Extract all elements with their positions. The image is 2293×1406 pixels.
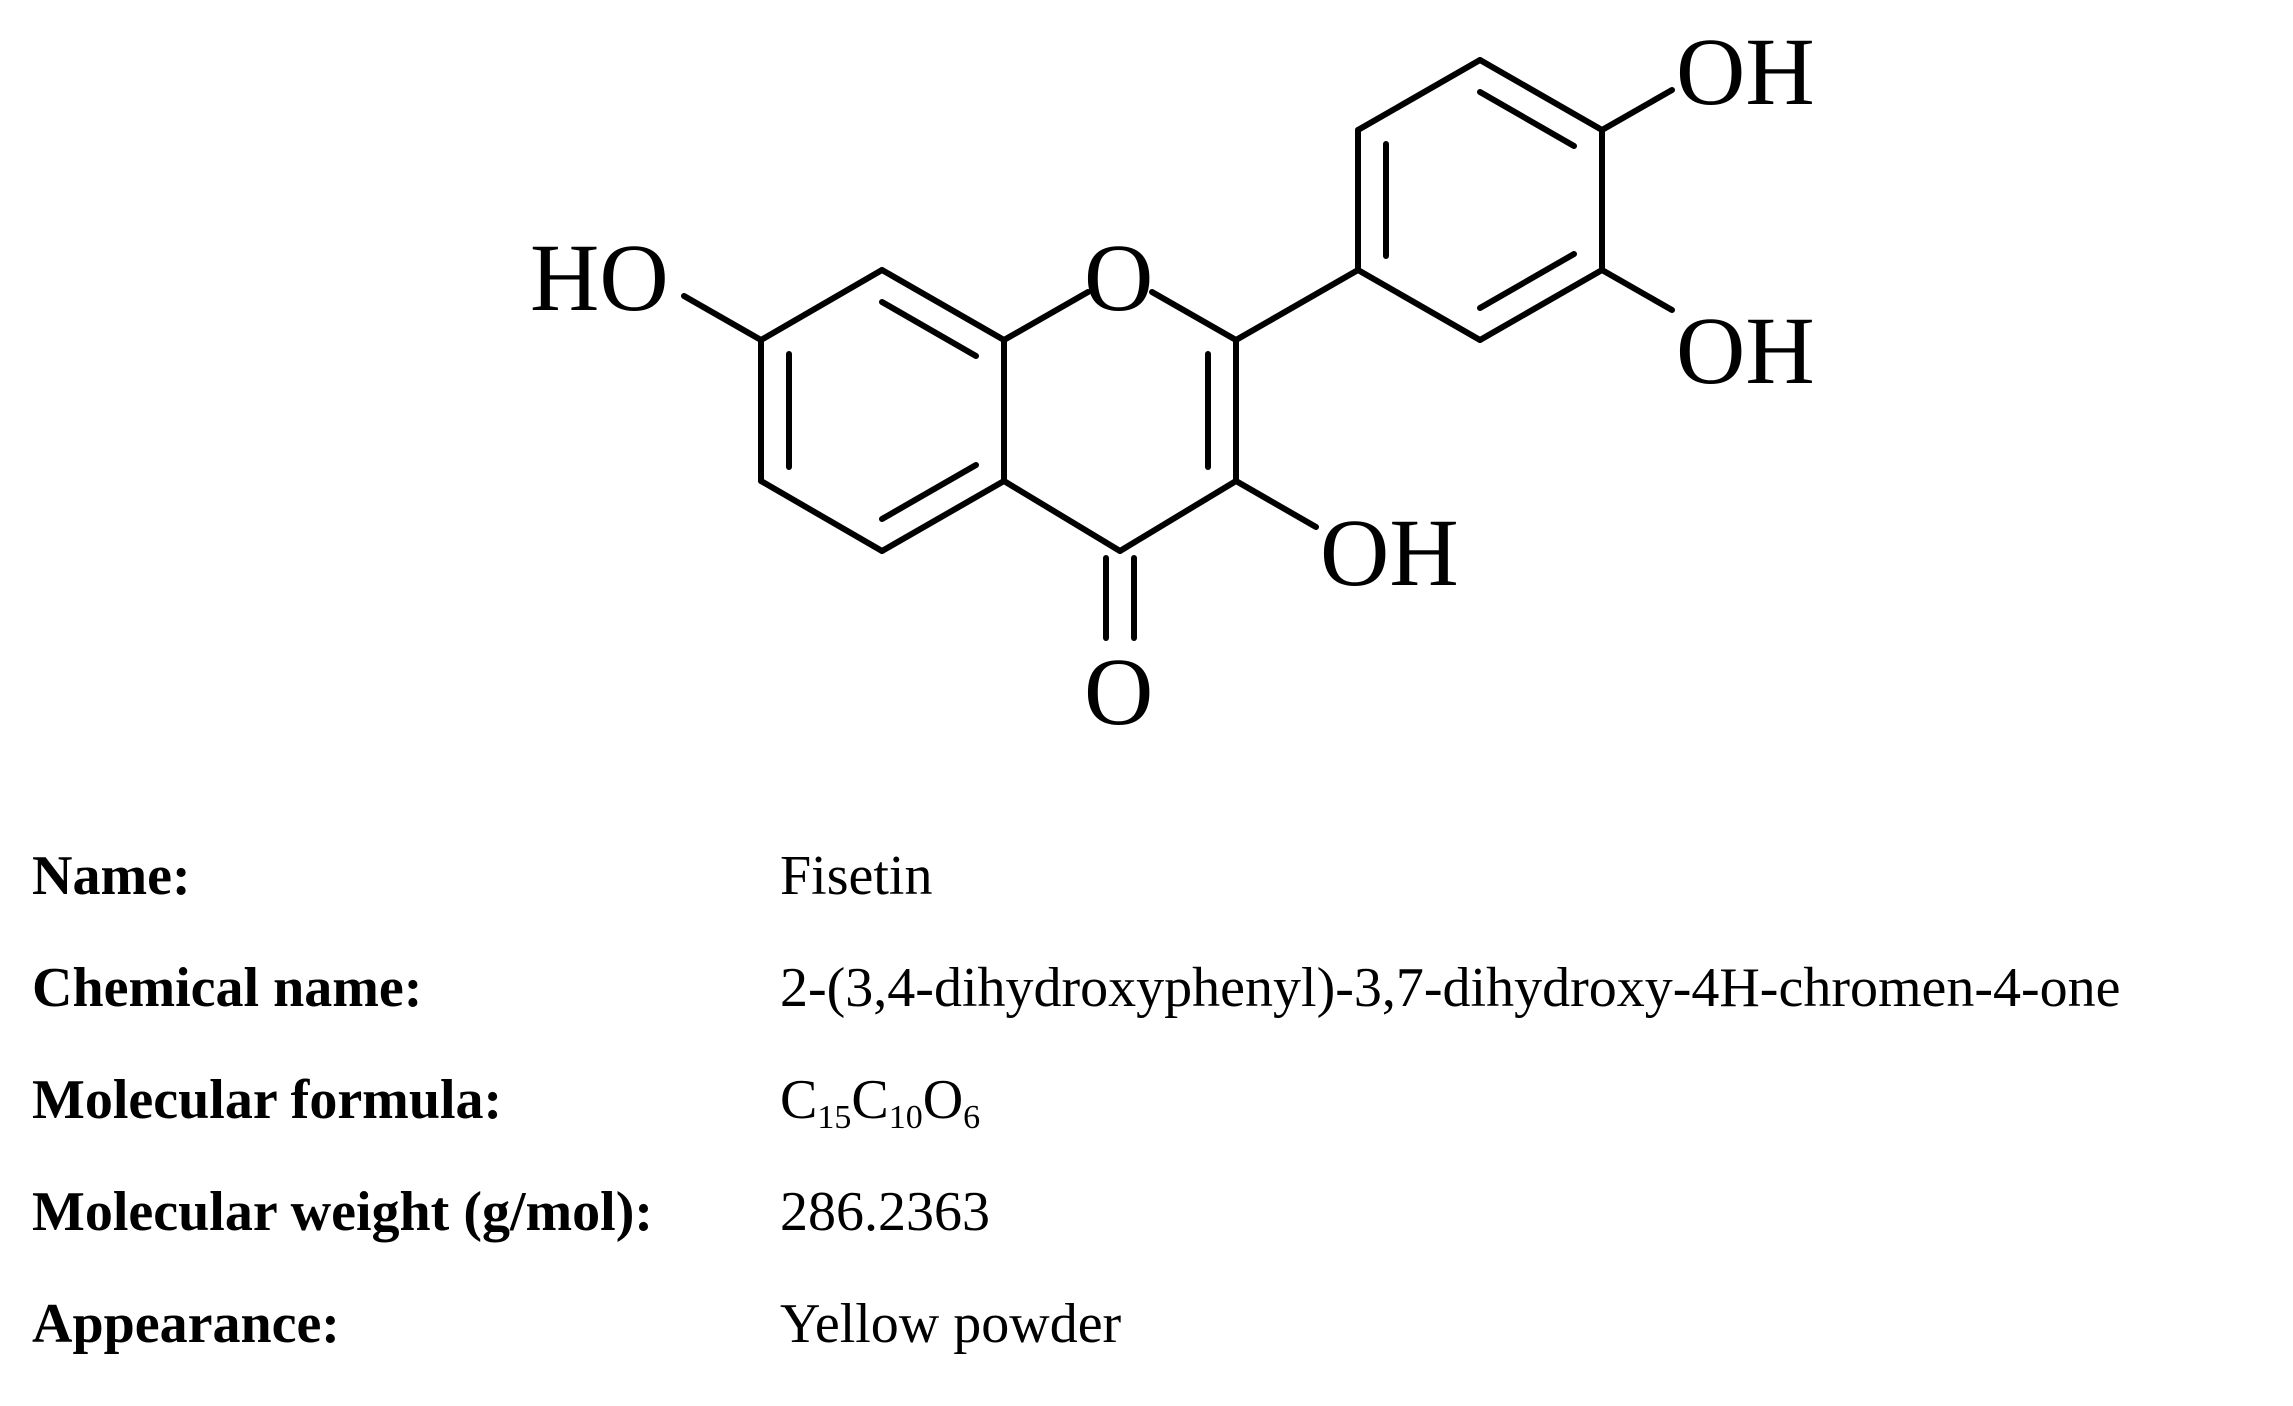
bond-c3-oh xyxy=(1233,478,1319,530)
bond-o1-c2 xyxy=(1149,289,1239,343)
bond-c4prime-oh xyxy=(1599,87,1675,133)
fisetin-structure-diagram: HO O OH O OH OH xyxy=(530,18,1815,745)
bond-c2-c1prime xyxy=(1233,267,1361,343)
formula-element: C xyxy=(780,1069,818,1131)
bond-c3-c4 xyxy=(1117,478,1239,554)
property-value: Yellow powder xyxy=(780,1293,1122,1355)
bond-c5prime-c6prime-double xyxy=(1477,251,1577,311)
property-value: 286.2363 xyxy=(780,1181,990,1243)
bond-c5prime-c6prime xyxy=(1477,267,1605,343)
bond-c8-c8a-double xyxy=(879,299,979,359)
formula-element: O xyxy=(922,1069,964,1131)
atom-label-oh-3prime: OH xyxy=(1676,297,1815,404)
molecular-formula: C15C10O6 xyxy=(780,1070,2121,1182)
atom-label-o-ring: O xyxy=(1084,224,1153,331)
bond-c4a-c5 xyxy=(879,478,1007,554)
atom-label-oh-4prime: OH xyxy=(1676,18,1815,125)
bond-c6prime-c1prime xyxy=(1355,267,1483,343)
formula-subscript: 10 xyxy=(888,1099,923,1136)
bond-c7-c8 xyxy=(758,267,885,343)
atom-label-ho-7: HO xyxy=(530,224,669,331)
property-label: Molecular formula: xyxy=(32,1069,503,1131)
property-label: Chemical name: xyxy=(32,957,423,1019)
property-value: 2-(3,4-dihydroxyphenyl)-3,7-dihydroxy-4H… xyxy=(780,957,2121,1019)
property-label: Appearance: xyxy=(32,1293,340,1355)
property-row-molecular-formula: Molecular formula: C15C10O6 xyxy=(32,1070,2121,1182)
bond-c8a-o1 xyxy=(1001,289,1091,343)
property-row-name: Name: Fisetin xyxy=(32,846,2121,958)
property-row-molecular-weight: Molecular weight (g/mol): 286.2363 xyxy=(32,1182,2121,1294)
bond-c8-c8a xyxy=(879,267,1007,343)
property-value: Fisetin xyxy=(780,845,933,907)
property-row-chemical-name: Chemical name: 2-(3,4-dihydroxyphenyl)-3… xyxy=(32,958,2121,1070)
atom-label-oh-3: OH xyxy=(1320,499,1459,606)
bond-c5-c6 xyxy=(758,478,885,554)
formula-subscript: 6 xyxy=(963,1099,981,1136)
bond-c3prime-c4prime-double xyxy=(1477,89,1577,149)
properties-table: Name: Fisetin Chemical name: 2-(3,4-dihy… xyxy=(32,846,2121,1406)
bond-c4-c4a xyxy=(1001,478,1123,554)
bond-c4a-c5-double xyxy=(879,462,979,522)
bond-c2prime-c3prime xyxy=(1355,57,1483,133)
formula-subscript: 15 xyxy=(817,1099,852,1136)
bond-c5prime-oh xyxy=(1599,267,1675,313)
property-row-appearance: Appearance: Yellow powder xyxy=(32,1294,2121,1406)
atom-label-o-carbonyl: O xyxy=(1084,638,1153,745)
bond-c3prime-c4prime xyxy=(1477,57,1605,133)
bond-c7-oh xyxy=(681,293,764,343)
formula-element: C xyxy=(851,1069,889,1131)
property-label: Molecular weight (g/mol): xyxy=(32,1181,654,1243)
property-label: Name: xyxy=(32,845,191,907)
